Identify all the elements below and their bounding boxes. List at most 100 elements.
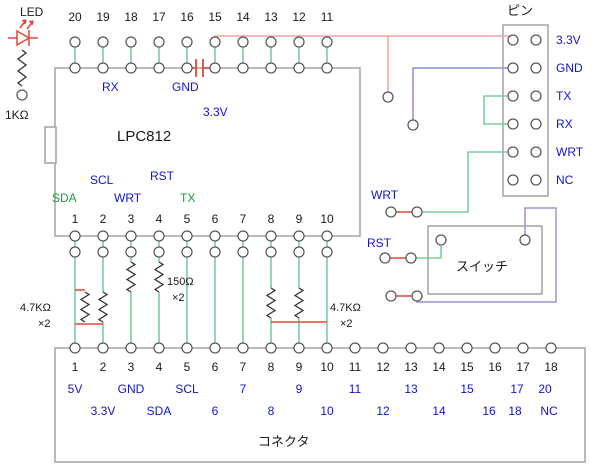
ic-bottom-pin-number: 8 bbox=[268, 212, 275, 226]
ic-signal-label: TX bbox=[180, 191, 195, 205]
pin-header-socket bbox=[530, 118, 542, 130]
pin-header-row-label: 3.3V bbox=[556, 33, 581, 47]
pin-header-socket bbox=[507, 118, 519, 130]
connector-pin-number: 3 bbox=[128, 360, 135, 374]
connector-signal-label: 9 bbox=[296, 382, 303, 396]
ic-bottom-pin bbox=[237, 230, 249, 242]
connector-signal-label: 14 bbox=[432, 404, 446, 418]
connector-signal-label: 6 bbox=[212, 404, 219, 418]
ic-top-pin bbox=[181, 62, 193, 74]
ic-top-outer-socket bbox=[209, 36, 221, 48]
jumper-socket bbox=[382, 91, 394, 103]
ic-top-pin bbox=[153, 62, 165, 74]
connector-pin bbox=[405, 342, 417, 354]
connector-signal-label: GND bbox=[118, 382, 145, 396]
pin-header-title: ピン bbox=[507, 3, 533, 18]
connector-pin bbox=[489, 342, 501, 354]
pin-header-socket bbox=[507, 146, 519, 158]
connector-signal-label: NC bbox=[540, 404, 558, 418]
wire bbox=[411, 246, 442, 259]
connector-pin bbox=[181, 342, 193, 354]
ic-top-pin-number: 12 bbox=[292, 10, 306, 24]
connector-pin-number: 14 bbox=[432, 360, 446, 374]
wire bbox=[214, 35, 514, 42]
aux-socket bbox=[411, 290, 423, 302]
ic-top-pin bbox=[69, 62, 81, 74]
connector-body bbox=[54, 347, 586, 463]
connector-pin-number: 18 bbox=[544, 360, 558, 374]
ic-bottom-pin bbox=[153, 230, 165, 242]
wire bbox=[483, 95, 510, 125]
ic-top-outer-socket bbox=[69, 36, 81, 48]
pin-header-socket bbox=[507, 174, 519, 186]
pin-header-body bbox=[502, 24, 549, 197]
ic-bottom-pin-number: 4 bbox=[156, 212, 163, 226]
ic-top-outer-socket bbox=[153, 36, 165, 48]
connector-signal-label: 15 bbox=[460, 382, 474, 396]
ic-bottom-outer-socket bbox=[181, 246, 193, 258]
connector-pin-number: 12 bbox=[376, 360, 390, 374]
connector-pin bbox=[349, 342, 361, 354]
ic-signal-label: SCL bbox=[90, 173, 114, 187]
ic-bottom-pin-number: 6 bbox=[212, 212, 219, 226]
resistor-symbol bbox=[293, 287, 305, 319]
connector-pin-number: 15 bbox=[460, 360, 474, 374]
ic-bottom-outer-socket bbox=[209, 246, 221, 258]
connector-signal-label: 18 bbox=[508, 404, 522, 418]
connector-pin bbox=[545, 342, 557, 354]
wire bbox=[412, 67, 510, 120]
ic-bottom-pin bbox=[181, 230, 193, 242]
ic-bottom-outer-socket bbox=[321, 246, 333, 258]
ic-top-pin-number: 11 bbox=[321, 10, 334, 24]
connector-pin bbox=[377, 342, 389, 354]
resistor-count-label: ×2 bbox=[340, 318, 353, 330]
connector-signal-label: 17 bbox=[510, 382, 524, 396]
ic-bottom-pin-number: 1 bbox=[72, 212, 79, 226]
pin-header-socket bbox=[507, 34, 519, 46]
connector-signal-label: 5V bbox=[68, 382, 83, 396]
connector-signal-label: 13 bbox=[404, 382, 418, 396]
resistor-value-label: 4.7KΩ bbox=[20, 302, 51, 314]
connector-pin-number: 16 bbox=[488, 360, 502, 374]
connector-pin bbox=[97, 342, 109, 354]
led-icon bbox=[16, 29, 31, 47]
connector-signal-label: 8 bbox=[268, 404, 275, 418]
ic-top-pin bbox=[97, 62, 109, 74]
wire bbox=[422, 151, 510, 213]
ic-top-outer-socket bbox=[97, 36, 109, 48]
resistor-count-label: ×2 bbox=[172, 292, 185, 304]
wrt-socket-label: WRT bbox=[371, 188, 399, 202]
led-label: LED bbox=[20, 5, 44, 19]
connector-pin bbox=[321, 342, 333, 354]
ic-bottom-outer-socket bbox=[293, 246, 305, 258]
switch-socket bbox=[435, 234, 447, 246]
ic-bottom-pin-number: 10 bbox=[320, 212, 334, 226]
ic-top-pin-number: 17 bbox=[152, 10, 166, 24]
connector-pin bbox=[461, 342, 473, 354]
connector-signal-label: SDA bbox=[147, 404, 172, 418]
ic-bottom-pin bbox=[97, 230, 109, 242]
ic-signal-label: RX bbox=[102, 80, 119, 94]
resistor-symbol bbox=[97, 291, 109, 323]
wrt-socket bbox=[385, 206, 397, 218]
components bbox=[8, 19, 305, 323]
ic-bottom-pin bbox=[125, 230, 137, 242]
pin-header-socket bbox=[507, 62, 519, 74]
connector-pin bbox=[293, 342, 305, 354]
connector-pin bbox=[265, 342, 277, 354]
switch-title: スイッチ bbox=[456, 259, 508, 274]
wrt-socket bbox=[411, 206, 423, 218]
resistor-symbol bbox=[79, 291, 91, 323]
ic-top-outer-socket bbox=[321, 36, 333, 48]
resistor-symbol bbox=[125, 261, 137, 293]
ic-top-outer-socket bbox=[237, 36, 249, 48]
ic-signal-label: 3.3V bbox=[203, 105, 228, 119]
resistor-value-label: 4.7KΩ bbox=[330, 302, 361, 314]
connector-pin bbox=[153, 342, 165, 354]
ic-top-pin bbox=[265, 62, 277, 74]
connector-signal-label: SCL bbox=[175, 382, 199, 396]
pin-header-row-label: NC bbox=[556, 173, 574, 187]
legend-resistor-symbol bbox=[16, 49, 28, 87]
connector-signal-label: 16 bbox=[482, 404, 496, 418]
ic-top-pin-number: 18 bbox=[124, 10, 138, 24]
